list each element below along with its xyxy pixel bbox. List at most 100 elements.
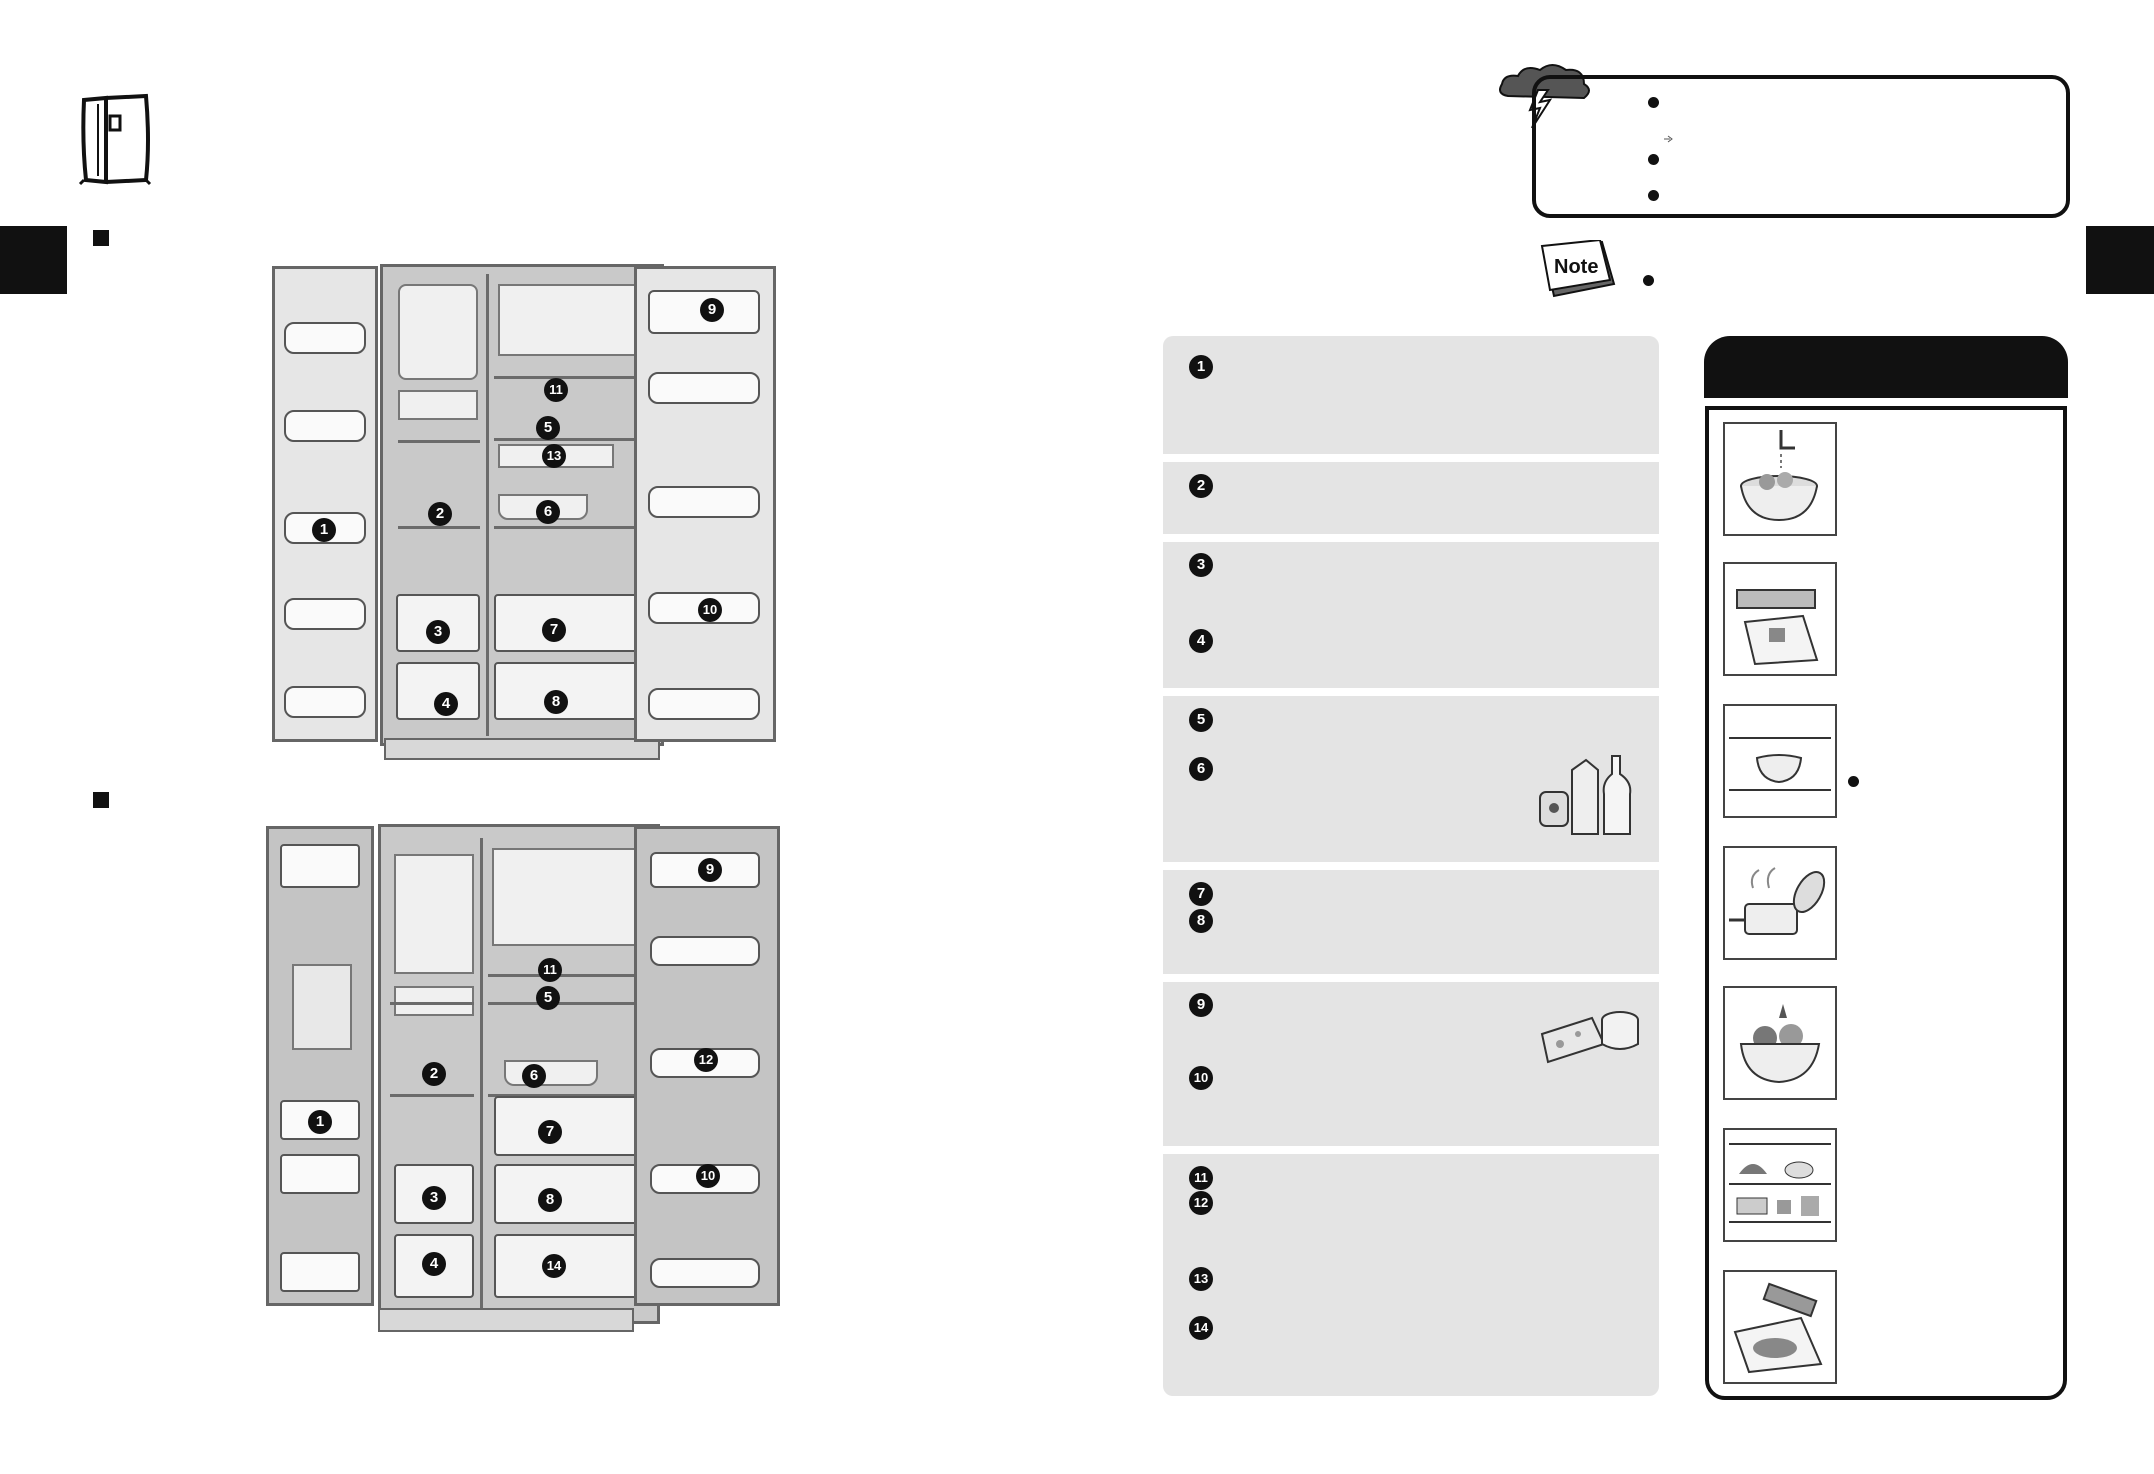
callout-6: 6 — [522, 1064, 546, 1088]
door-bin — [648, 372, 760, 404]
crisper-drawer — [494, 1164, 646, 1224]
dispenser-panel — [292, 964, 352, 1050]
callout-5: 5 — [536, 416, 560, 440]
shelf — [494, 438, 654, 441]
washing-food-illustration — [1723, 422, 1837, 536]
callout-10: 10 — [1189, 1066, 1213, 1090]
callout-3: 3 — [422, 1186, 446, 1210]
bullet — [1648, 97, 1659, 108]
description-panel — [1163, 1154, 1659, 1396]
bullet — [1643, 275, 1654, 286]
shelf — [494, 526, 654, 529]
section-tab-marker — [2086, 226, 2154, 294]
shelf — [390, 1094, 474, 1097]
callout-14: 14 — [542, 1254, 566, 1278]
callout-10: 10 — [696, 1164, 720, 1188]
door-bin — [284, 410, 366, 442]
callout-6: 6 — [1189, 757, 1213, 781]
section-bullet-square — [93, 792, 109, 808]
top-light-cover — [492, 848, 650, 946]
egg-tray — [504, 1060, 598, 1086]
door-bin — [648, 486, 760, 518]
crisper-drawer — [494, 1096, 646, 1156]
ice-bin — [398, 390, 478, 420]
callout-7: 7 — [1189, 882, 1213, 906]
callout-1: 1 — [1189, 355, 1213, 379]
refrigerator-diagram-top: 1 11 5 13 2 6 3 7 4 8 9 10 — [272, 264, 778, 766]
callout-10: 10 — [698, 598, 722, 622]
ice-maker — [394, 854, 474, 974]
center-divider — [486, 274, 489, 736]
description-panel — [1163, 336, 1659, 454]
shelf — [390, 1002, 474, 1005]
wrapping-food-illustration — [1723, 562, 1837, 676]
description-panel — [1163, 462, 1659, 534]
callout-13: 13 — [1189, 1267, 1213, 1291]
sealed-bag-illustration — [1723, 1270, 1837, 1384]
bullet — [1648, 190, 1659, 201]
door-bin — [280, 844, 360, 888]
callout-8: 8 — [538, 1188, 562, 1212]
deli-drawer — [494, 1234, 646, 1298]
fruit-bowl-illustration — [1723, 986, 1837, 1100]
door-bin — [648, 688, 760, 720]
freezer-drawer — [396, 662, 480, 720]
door-bin — [284, 598, 366, 630]
callout-4: 4 — [1189, 629, 1213, 653]
freezer-door — [266, 826, 374, 1306]
description-panel — [1163, 870, 1659, 974]
callout-8: 8 — [544, 690, 568, 714]
shelf — [488, 974, 650, 977]
section-bullet-square — [93, 230, 109, 246]
callout-2: 2 — [428, 502, 452, 526]
pointer-icon — [1664, 130, 1674, 143]
shelf — [398, 526, 480, 529]
door-bin — [650, 936, 760, 966]
callout-5: 5 — [1189, 708, 1213, 732]
callout-11: 11 — [1189, 1166, 1213, 1190]
ice-maker — [398, 284, 478, 380]
dairy-bottles-illustration — [1536, 750, 1638, 840]
callout-14: 14 — [1189, 1316, 1213, 1340]
bullet — [1848, 776, 1859, 787]
storage-tips-sidebar — [1705, 406, 2067, 1400]
shelf — [488, 1094, 650, 1097]
shelf — [488, 1002, 650, 1005]
callout-5: 5 — [536, 986, 560, 1010]
callout-9: 9 — [1189, 993, 1213, 1017]
door-bin — [280, 1252, 360, 1292]
callout-13: 13 — [542, 444, 566, 468]
fridge-icon — [76, 92, 156, 188]
callout-1: 1 — [308, 1110, 332, 1134]
crisper-drawer — [494, 594, 652, 652]
callout-7: 7 — [542, 618, 566, 642]
callout-12: 12 — [1189, 1191, 1213, 1215]
door-bin — [284, 686, 366, 718]
bottom-grille — [378, 1308, 634, 1332]
cheese-illustration — [1538, 1004, 1642, 1070]
callout-3: 3 — [1189, 553, 1213, 577]
fridge-shelves-illustration — [1723, 1128, 1837, 1242]
center-divider — [480, 838, 483, 1308]
callout-8: 8 — [1189, 909, 1213, 933]
top-light-cover — [498, 284, 650, 356]
bullet — [1648, 154, 1659, 165]
callout-11: 11 — [544, 378, 568, 402]
cooling-pot-illustration — [1723, 846, 1837, 960]
section-tab-marker — [0, 226, 67, 294]
callout-9: 9 — [700, 298, 724, 322]
callout-3: 3 — [426, 620, 450, 644]
shelf — [494, 376, 654, 379]
callout-11: 11 — [538, 958, 562, 982]
ice-bin — [394, 986, 474, 1016]
callout-1: 1 — [312, 518, 336, 542]
refrigerator-diagram-bottom: 1 11 5 2 6 7 3 8 4 14 9 12 10 — [266, 824, 782, 1334]
warning-box — [1532, 75, 2070, 218]
callout-9: 9 — [698, 858, 722, 882]
door-bin — [280, 1154, 360, 1194]
description-panel — [1163, 542, 1659, 688]
door-bin — [284, 322, 366, 354]
description-panel — [1163, 982, 1659, 1146]
note-badge-label: Note — [1554, 256, 1598, 278]
callout-4: 4 — [422, 1252, 446, 1276]
